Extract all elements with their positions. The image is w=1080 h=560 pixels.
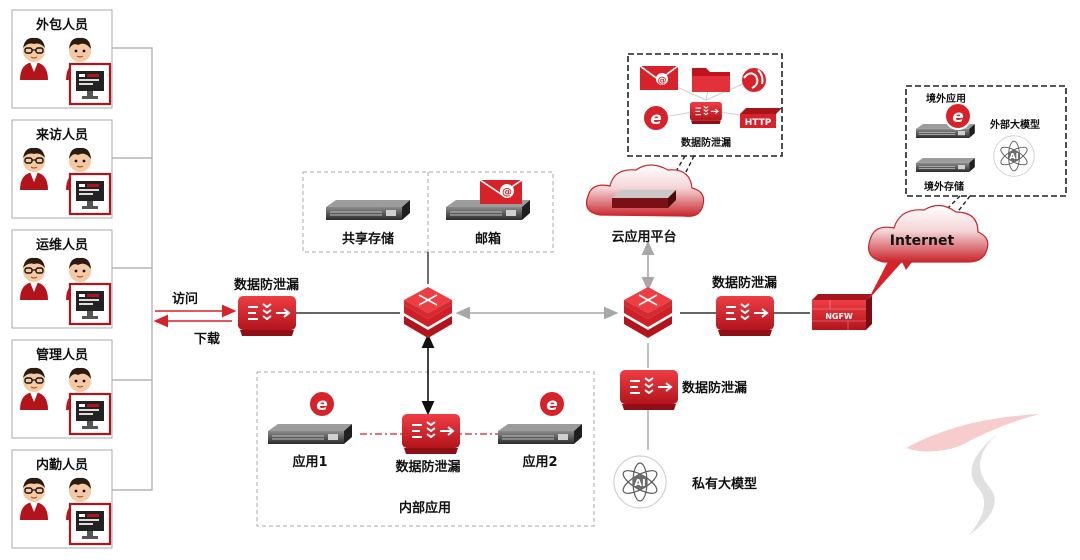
browser-icon [538,390,566,418]
user-group-2[interactable]: 运维人员 [11,229,113,329]
monitor-icon [68,172,112,216]
access-label: 访问 [172,291,198,307]
server-icon [497,423,583,445]
user-group-label: 运维人员 [36,237,88,253]
ai-badge-text: AI [1009,152,1018,161]
shared-storage[interactable]: 共享存储 [325,199,411,247]
external-storage[interactable] [915,157,976,173]
internet-cloud[interactable]: Internet [868,204,989,263]
dlp-device-icon [619,369,679,411]
dlp-label: 数据防泄漏 [234,277,299,293]
app2-label: 应用2 [522,454,557,470]
dlp-internal[interactable]: 数据防泄漏 [395,413,461,475]
external-model-label: 外部大模型 [989,118,1040,131]
cloud-platform-label: 云应用平台 [611,229,676,245]
monitor-icon [68,282,112,326]
watermark-logo [906,414,1040,536]
monitor-icon [68,392,112,436]
dlp-label: 数据防泄漏 [681,136,731,149]
ai-badge-text: AI [634,478,645,489]
app1-label: 应用1 [292,454,327,470]
core-router-right[interactable] [623,286,673,339]
external-app[interactable] [915,102,976,139]
user-group-label: 外包人员 [35,17,88,33]
folder-icon [692,68,730,92]
dlp-device-icon [689,101,723,125]
download-label: 下载 [194,331,220,347]
svg-text:@: @ [658,76,667,86]
http-icon: HTTP [740,108,782,128]
http-label: HTTP [745,118,772,128]
internal-app-2[interactable]: 应用2 [497,390,583,470]
user-group-label: 来访人员 [35,127,88,143]
private-model[interactable]: AI 私有大模型 [613,455,757,509]
external-model[interactable]: AI [993,135,1035,177]
private-model-label: 私有大模型 [692,476,757,492]
dlp-label: 数据防泄漏 [395,459,460,475]
external-app-label: 境外应用 [926,92,966,105]
shared-storage-label: 共享存储 [342,231,394,247]
browser-icon [944,102,972,130]
cloud-services-box [627,53,783,157]
mailbox-label: 邮箱 [475,231,501,247]
internal-app-1[interactable]: 应用1 [267,390,353,470]
core-router-left[interactable] [403,286,453,339]
mail-icon: @ [479,179,523,204]
mailbox[interactable]: @ 邮箱 [445,179,531,247]
internet-label: Internet [890,233,955,249]
user-group-4[interactable]: 内勤人员 [11,449,113,549]
user-group-3[interactable]: 管理人员 [11,339,113,439]
server-icon [325,199,411,221]
user-bracket-lines [112,47,153,491]
dlp-gateway-left[interactable]: 数据防泄漏 [234,277,299,337]
globe-icon [742,68,766,92]
dlp-private[interactable]: 数据防泄漏 [619,369,747,411]
cloud-platform[interactable]: 云应用平台 [585,164,705,245]
dlp-label: 数据防泄漏 [712,275,777,291]
browser-icon [308,390,336,418]
dlp-label: 数据防泄漏 [682,380,747,396]
monitor-icon [68,502,112,546]
external-storage-label: 境外存储 [924,180,964,193]
dlp-device-icon [237,295,297,337]
dlp-device-icon [401,413,461,455]
mail-icon: @ [639,65,679,90]
dlp-device-icon [715,295,775,337]
server-icon [915,157,976,173]
cloud-server-icon [612,190,676,208]
user-group-label: 内勤人员 [36,457,88,473]
svg-text:@: @ [502,187,512,198]
browser-icon [642,104,670,132]
dlp-gateway-right[interactable]: 数据防泄漏 [712,275,777,337]
user-group-1[interactable]: 来访人员 [11,119,113,219]
server-icon [267,423,353,445]
ngfw-label: NGFW [825,312,853,321]
monitor-icon [68,62,112,106]
internal-app-title: 内部应用 [399,500,451,516]
ngfw-firewall[interactable]: NGFW [812,294,872,330]
overseas-resources: 境外应用 境外存储 外部大模型 AI [915,92,1040,193]
cloud-services: @ HTTP 数据防泄漏 [639,65,782,149]
user-group-0[interactable]: 外包人员 [11,9,113,109]
user-group-label: 管理人员 [36,347,88,363]
